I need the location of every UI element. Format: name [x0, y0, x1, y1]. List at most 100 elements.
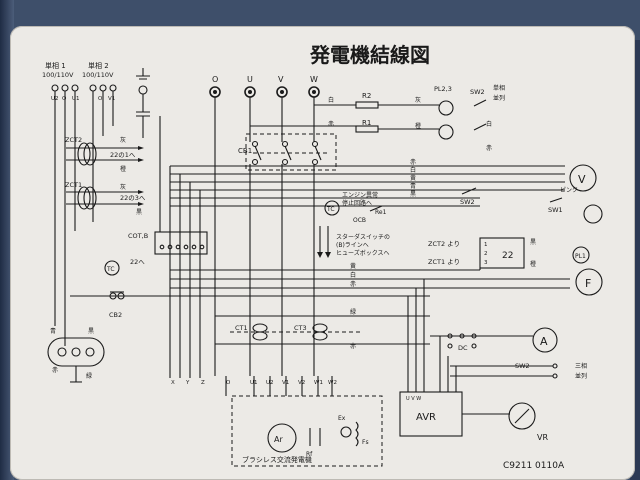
bus2-white: 白: [350, 271, 356, 279]
to-22-label: 22へ: [130, 258, 145, 266]
vr-arrow: [514, 408, 530, 424]
supply-volt2: 100/110V: [82, 71, 114, 79]
ct-green: 緑: [350, 308, 356, 316]
wire-gray-3: 灰: [120, 183, 126, 191]
relay-22-label: 22: [502, 251, 513, 261]
relay-r2-label: R2: [362, 92, 371, 100]
capacitor-symbol: [136, 94, 150, 138]
zct1-from: ZCT1 より: [428, 258, 460, 266]
zct-coils: [66, 142, 144, 210]
pilot-lamp-2: [438, 100, 454, 116]
ex-label: Ex: [338, 415, 346, 422]
pilot-lamp-label: PL2,3: [434, 85, 452, 93]
supply-terminals: [51, 84, 117, 92]
frequency-meter: [575, 268, 603, 296]
armature: [267, 423, 297, 453]
sw1-label: SW1: [548, 206, 563, 214]
switch-sw2b-contact: [461, 187, 477, 195]
relay-22-t1: 1: [484, 242, 488, 248]
resistor-r2: [355, 101, 379, 109]
armature-label: Ar: [274, 435, 283, 444]
rf-label: Rf: [306, 451, 313, 458]
exciter: [309, 421, 359, 447]
starter-text-2: (B)ラインへ: [336, 242, 369, 249]
terminal-o-label: O: [212, 75, 218, 84]
supply-o2: O: [98, 96, 103, 102]
bus2-yellow: 黄: [350, 262, 356, 270]
pink-lamp: [583, 204, 603, 224]
cb1-label: CB1: [238, 147, 252, 155]
bus-white: 白: [410, 166, 416, 174]
tc-relay: [104, 260, 120, 276]
zct2-from: ZCT2 より: [428, 240, 460, 248]
select-parallel: 並列: [493, 94, 505, 102]
fan-green: 緑: [86, 372, 92, 380]
terminal-v-label: V: [278, 75, 284, 84]
ground-terminal: [138, 85, 148, 95]
supply-single2: 単相 2: [88, 61, 109, 70]
main-terminals: [209, 86, 320, 98]
frequency-label: F: [585, 277, 591, 290]
bottom-wires: [225, 376, 333, 396]
breaker-cb2: [109, 291, 125, 300]
term-x: X: [171, 380, 175, 386]
ct3-label: CT3: [294, 324, 307, 332]
re1-contact: [369, 205, 383, 212]
diagram-code: C9211 0110A: [503, 461, 565, 471]
pl1-label: PL1: [575, 253, 586, 260]
main-vertical-wires: [214, 97, 439, 376]
wire-white-1: 白: [328, 96, 334, 104]
relay-r1-label: R1: [362, 119, 371, 127]
relay-22-t3: 3: [484, 260, 488, 266]
ground-icon: [136, 68, 150, 80]
parallel-sel: 並列: [575, 372, 587, 380]
terminal-u-label: U: [247, 75, 253, 84]
cb2-label: CB2: [109, 311, 122, 319]
fan-blue: 青: [50, 327, 56, 335]
wire-brown-1: 橙: [415, 122, 421, 130]
supply-v1: V1: [108, 96, 115, 102]
breaker-cb1: [245, 133, 337, 171]
supply-u1: U1: [72, 96, 80, 102]
triple-sel: 三相: [575, 362, 587, 370]
cot-terminals: [159, 244, 205, 250]
cot-terminal-block: [154, 231, 208, 255]
wire-white-2: 白: [486, 120, 492, 128]
switch-sw2-contact-2: [473, 123, 487, 131]
engine-text-1: エンジン異常: [342, 191, 378, 199]
wiring-diagram: 発電機結線図 単相 1 単相 2 100/110V 100/110V U2 O …: [42, 43, 603, 471]
fan-black: 黒: [88, 328, 94, 335]
generator-box: [231, 395, 383, 467]
tc-relay-top: [324, 200, 340, 216]
fan-red: 赤: [52, 367, 58, 374]
wiring-diagram-plate: 発電機結線図 単相 1 単相 2 100/110V 100/110V U2 O …: [10, 26, 635, 480]
switch-sw2-label-2: SW2: [460, 198, 475, 206]
zct1-label: ZCT1: [65, 181, 82, 189]
supply-volt1: 100/110V: [42, 71, 74, 79]
bus-yellow: 黄: [410, 174, 416, 182]
starter-text-1: スターダスイッチの: [336, 233, 390, 241]
engine-re1: Re1: [375, 209, 387, 216]
vr-label: VR: [537, 433, 548, 442]
switch-sw2-label: SW2: [470, 88, 485, 96]
avr-pins: U V W: [406, 396, 421, 402]
fs-label: Fs: [362, 439, 369, 446]
term-z: Z: [201, 380, 205, 386]
current-transformers: [230, 323, 360, 341]
wire-gray-1: 灰: [415, 96, 421, 104]
tc-label-top: TC: [326, 206, 335, 213]
avr-label: AVR: [416, 412, 436, 423]
to-22-3: 22の3へ: [120, 194, 146, 202]
ct-red: 赤: [350, 343, 356, 350]
starter-text-3: ヒューズボックスへ: [336, 249, 390, 257]
supply-single1: 単相 1: [45, 61, 66, 70]
sw1-contact: [549, 197, 563, 203]
bus-red: 赤: [410, 159, 416, 166]
voltmeter: [569, 164, 597, 192]
lower-bus: [70, 268, 570, 297]
to-22-1: 22の1へ: [110, 151, 136, 159]
terminal-w-label: W: [310, 75, 318, 84]
ammeter-label: A: [540, 335, 548, 348]
term-o: O: [226, 380, 231, 386]
diagram-title: 発電機結線図: [309, 43, 430, 67]
